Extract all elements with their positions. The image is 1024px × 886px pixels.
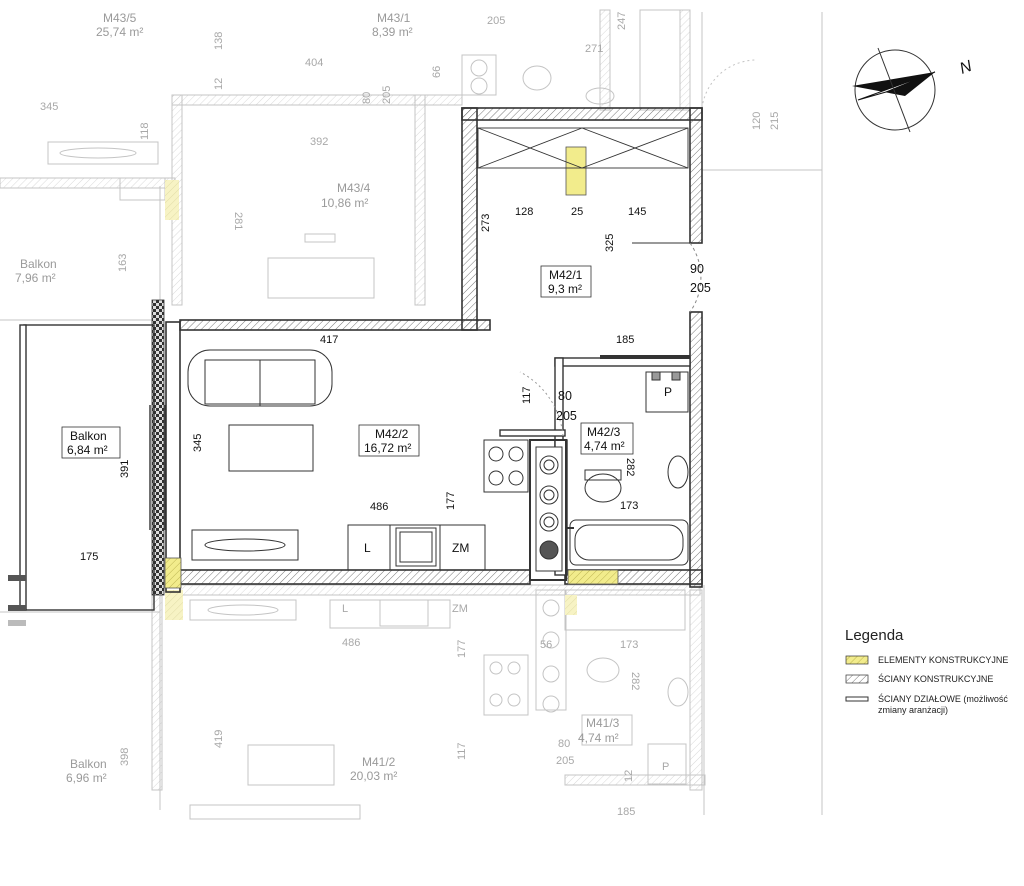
room-m43-4-code: M43/4	[337, 181, 371, 195]
legend-title: Legenda	[845, 627, 904, 644]
dim-label: 325	[604, 234, 616, 252]
room-m41-3-code: M41/3	[586, 716, 620, 730]
room-balkon-code: Balkon	[70, 429, 107, 443]
ghost-dim: 205	[381, 86, 393, 104]
dim-label: 205	[556, 409, 577, 423]
balcony	[8, 324, 166, 626]
dim-label: 391	[119, 460, 131, 478]
room-m42-2-area: 16,72 m²	[364, 441, 411, 455]
room-balkon-top-area: 7,96 m²	[15, 271, 56, 285]
legend-swatch-partition-walls	[845, 696, 869, 702]
dim-label: 128	[515, 206, 533, 218]
fixture-label-zm: ZM	[452, 541, 469, 555]
room-m41-2-area: 20,03 m²	[350, 769, 397, 783]
ghost-dim: 80	[558, 738, 570, 750]
ghost-dim: 419	[213, 730, 225, 748]
dimension-labels: 128 25 145 273 325 90 205 417 185 117 80…	[80, 206, 711, 563]
ghost-dim: 392	[310, 136, 328, 148]
ghost-labels: M43/5 25,74 m² M43/1 8,39 m² M43/4 10,86…	[15, 11, 781, 818]
ghost-dim: L	[342, 603, 348, 615]
fixture-label-p: P	[664, 385, 672, 399]
ghost-dim: 80	[361, 92, 373, 104]
dim-label: 90	[690, 262, 704, 276]
dim-label: 486	[370, 501, 388, 513]
room-m43-1-area: 8,39 m²	[372, 25, 413, 39]
room-labels: M42/1 9,3 m² M42/2 16,72 m² M42/3 4,74 m…	[61, 265, 634, 459]
room-m42-3-area: 4,74 m²	[584, 439, 625, 453]
dim-label: 345	[192, 434, 204, 452]
dim-label: 205	[690, 281, 711, 295]
ghost-dim: 205	[556, 755, 574, 767]
ghost-dim: 486	[342, 637, 360, 649]
room-m41-3-area: 4,74 m²	[578, 731, 619, 745]
dim-label: 273	[480, 214, 492, 232]
dim-label: 177	[445, 492, 457, 510]
ghost-dim: 138	[213, 32, 225, 50]
room-m42-1-area: 9,3 m²	[548, 282, 582, 296]
ghost-dim: 177	[456, 640, 468, 658]
ghost-dim: 66	[431, 66, 443, 78]
fixture-label-l: L	[364, 541, 371, 555]
room-balkon-top-code: Balkon	[20, 257, 57, 271]
room-m42-1-code: M42/1	[549, 268, 583, 282]
ghost-dim: 118	[139, 122, 151, 140]
ghost-dim: 345	[40, 101, 58, 113]
room-m43-4-area: 10,86 m²	[321, 196, 368, 210]
ghost-dim: 271	[585, 43, 603, 55]
dim-label: 417	[320, 334, 338, 346]
dim-label: 173	[620, 500, 638, 512]
room-m43-5-area: 25,74 m²	[96, 25, 143, 39]
dim-label: 80	[558, 389, 572, 403]
ghost-dim: 205	[487, 15, 505, 27]
ghost-dim: 12	[213, 78, 225, 90]
ventilation-shaft	[529, 439, 567, 581]
dim-label: 25	[571, 206, 583, 218]
dim-label: 175	[80, 551, 98, 563]
legend-swatch-structural-elements	[845, 655, 869, 665]
ghost-dim: 281	[232, 212, 244, 230]
ghost-dim: ZM	[452, 603, 468, 615]
legend-item-partition-walls: ŚCIANY DZIAŁOWE (możliwość	[878, 693, 1008, 704]
room-balkon-area: 6,84 m²	[67, 443, 108, 457]
ghost-dim: 117	[456, 742, 468, 760]
masonry-wall	[151, 299, 165, 596]
ghost-dim: 163	[117, 254, 129, 272]
ghost-dim: 398	[119, 748, 131, 766]
ghost-dim: 247	[616, 12, 628, 30]
wardrobe	[477, 127, 689, 169]
ghost-dim: 120	[751, 112, 763, 130]
ghost-dim: 12	[623, 770, 635, 782]
room-balkon-bottom-area: 6,96 m²	[66, 771, 107, 785]
legend-item-partition-walls-note: zmiany aranżacji)	[878, 705, 948, 715]
ghost-dim: 56	[540, 639, 552, 651]
furniture	[187, 349, 529, 571]
structural-elements	[164, 146, 619, 589]
ghost-dim: P	[662, 761, 669, 773]
compass-north-label: N	[958, 58, 975, 78]
legend-item-structural-walls: ŚCIANY KONSTRUKCYJNE	[878, 673, 993, 684]
ghost-dim: 215	[769, 112, 781, 130]
legend: Legenda ELEMENTY KONSTRUKCYJNE ŚCIANY KO…	[845, 627, 1008, 715]
dim-label: 282	[624, 458, 636, 476]
bathroom-door-swing	[519, 371, 564, 437]
room-balkon-bottom-code: Balkon	[70, 757, 107, 771]
dim-label: 117	[521, 386, 533, 404]
legend-item-structural-elements: ELEMENTY KONSTRUKCYJNE	[878, 655, 1008, 665]
bathroom-fixtures	[566, 371, 689, 566]
room-m42-2-code: M42/2	[375, 427, 409, 441]
dim-label: 145	[628, 206, 646, 218]
dim-label: 185	[616, 334, 634, 346]
compass-rose: N	[852, 47, 975, 133]
legend-swatch-structural-walls	[845, 674, 869, 684]
room-m41-2-code: M41/2	[362, 755, 396, 769]
ghost-dim: 282	[629, 672, 641, 690]
entrance-door	[632, 242, 702, 313]
room-m42-3-code: M42/3	[587, 425, 621, 439]
room-m43-1-code: M43/1	[377, 11, 411, 25]
ghost-dim: 185	[617, 806, 635, 818]
ghost-dim: 173	[620, 639, 638, 651]
room-m43-5-code: M43/5	[103, 11, 137, 25]
ghost-dim: 404	[305, 57, 323, 69]
